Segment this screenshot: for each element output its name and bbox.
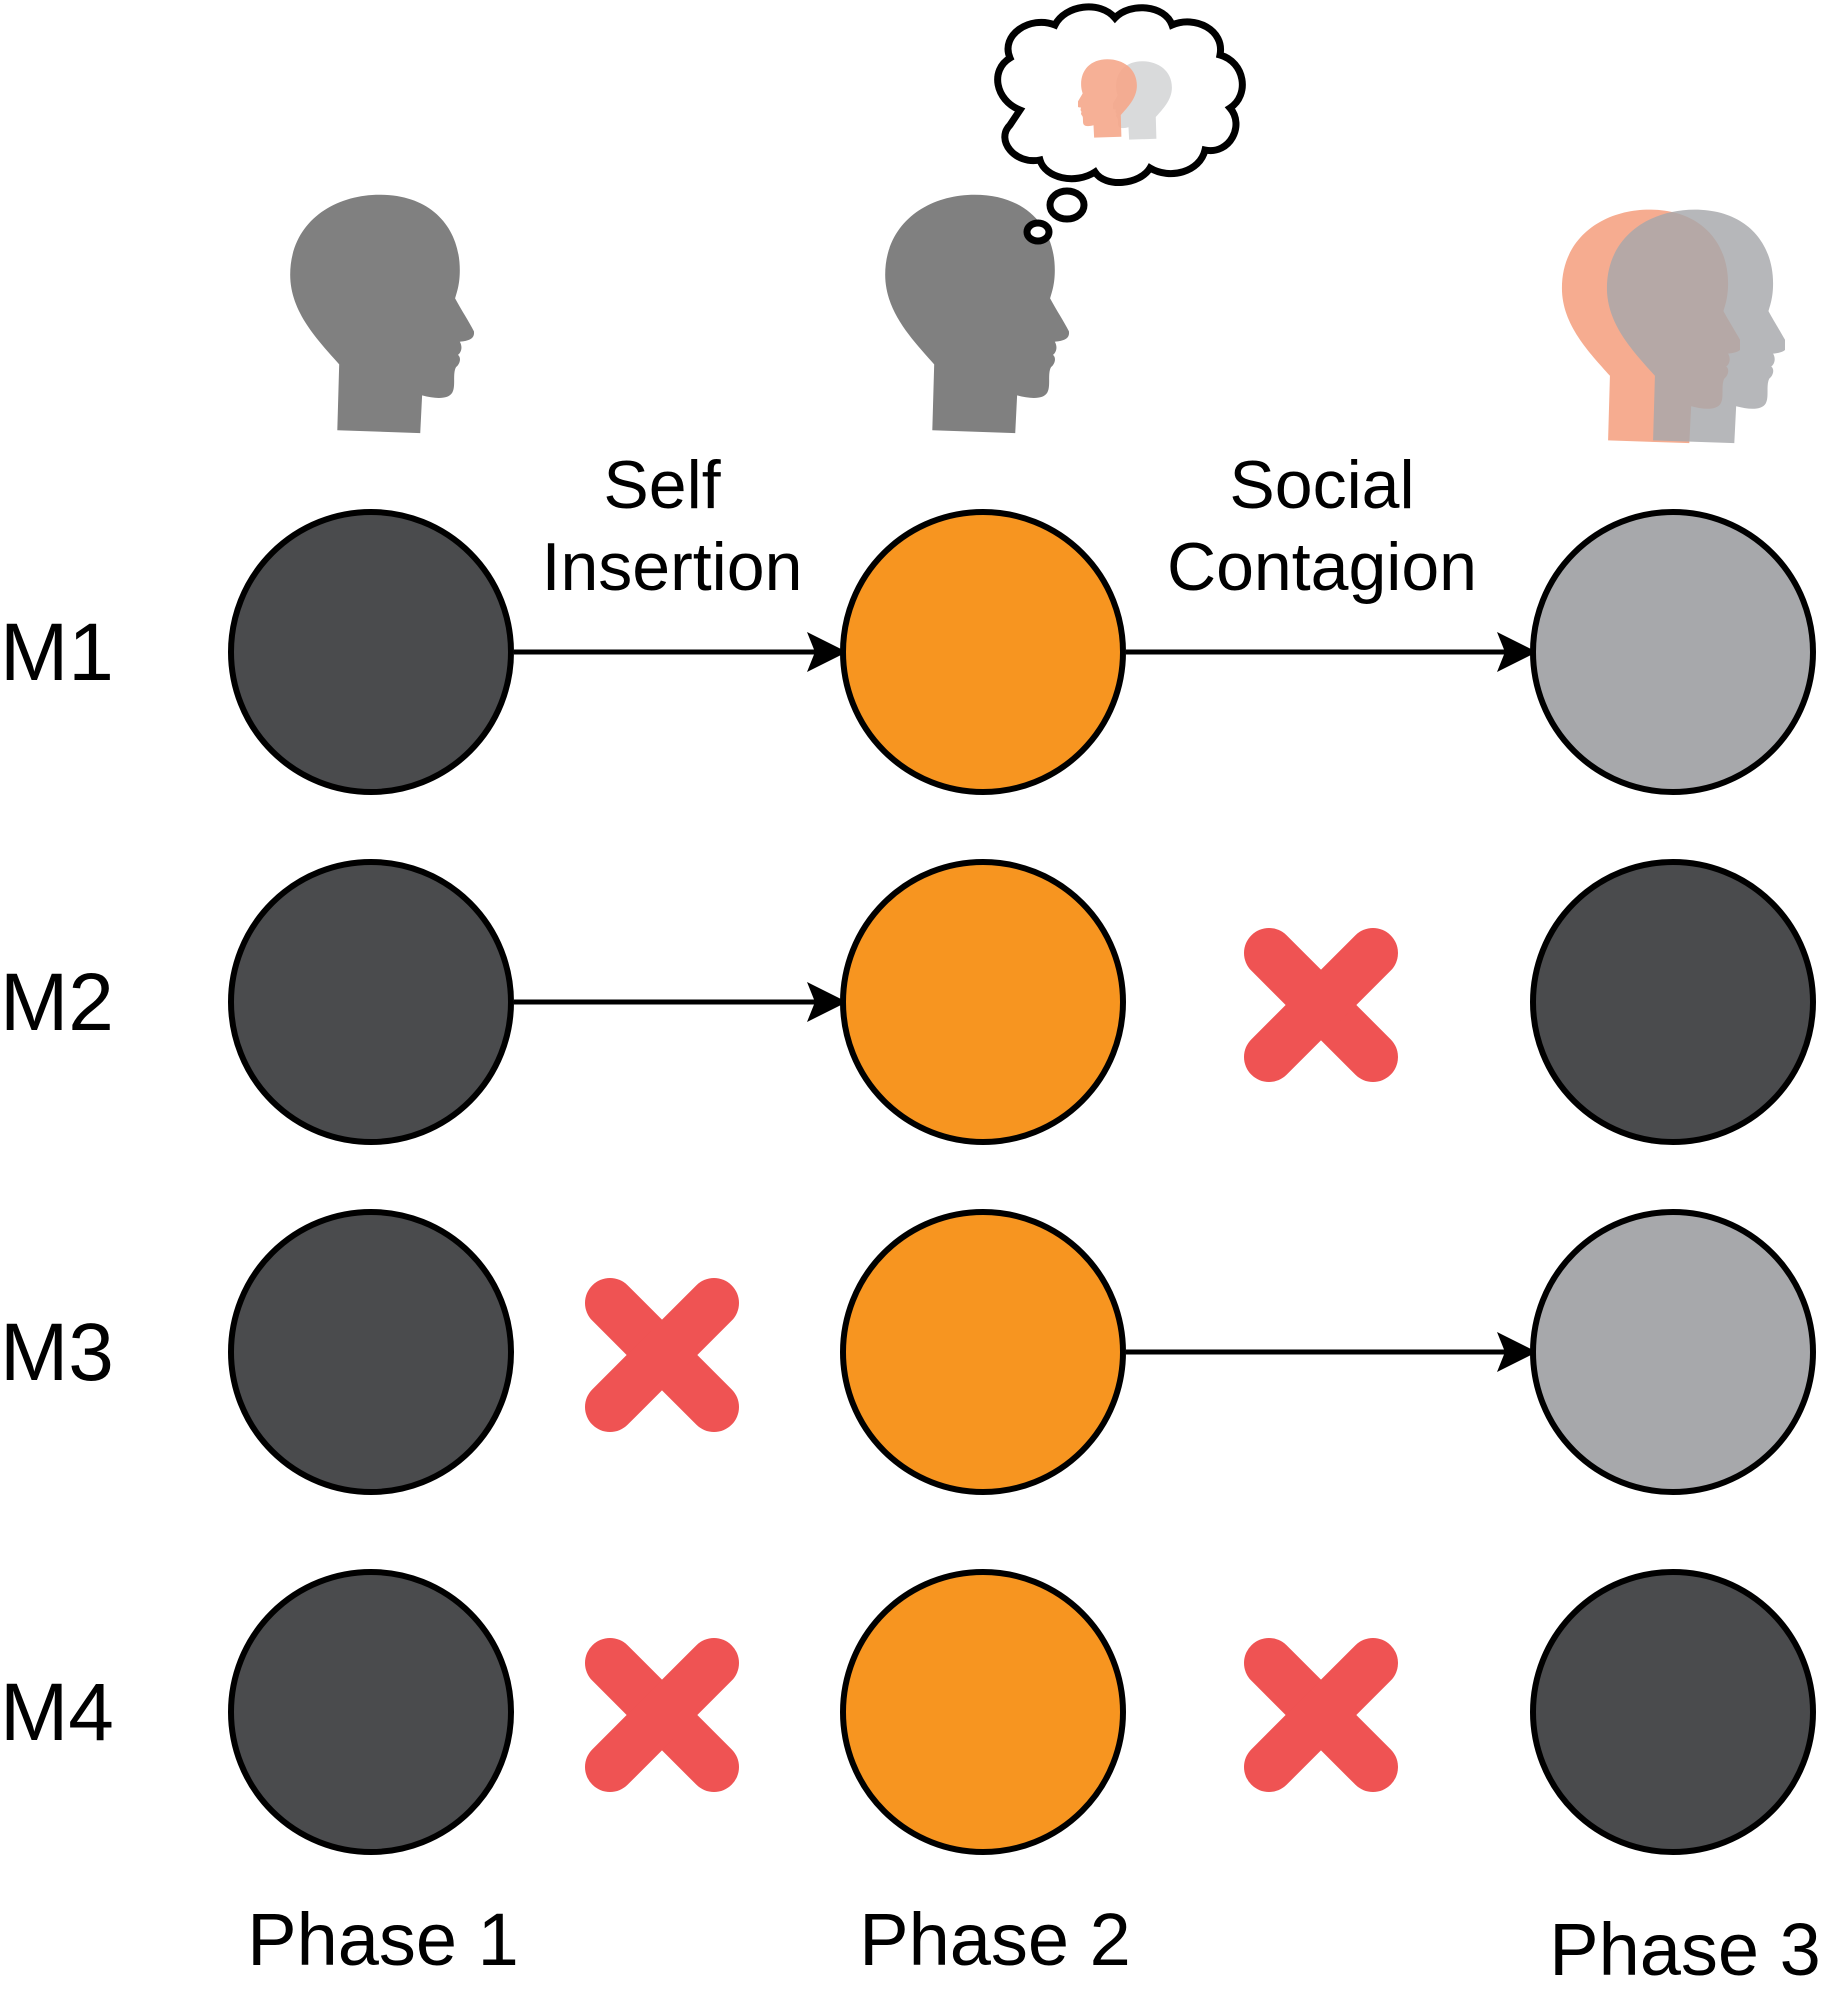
state-circle-phase3	[1530, 859, 1816, 1145]
cross-icon	[1244, 928, 1398, 1082]
model-row-m1: M1	[0, 509, 1816, 795]
self-insertion-label-line1: Self	[603, 447, 720, 523]
state-circle-phase1	[228, 1209, 514, 1495]
state-circle-phase3	[1530, 1209, 1816, 1495]
single-head-icon	[290, 194, 475, 434]
state-circle-phase3	[1530, 509, 1816, 795]
social-contagion-label-line1: Social	[1229, 447, 1414, 523]
cross-icon	[585, 1278, 739, 1432]
phase-3-label: Phase 3	[1549, 1908, 1821, 1991]
state-circle-phase1	[228, 859, 514, 1145]
model-row-m4: M4	[0, 1569, 1816, 1855]
cross-icon	[585, 1638, 739, 1792]
state-circle-phase2	[840, 509, 1126, 795]
model-label: M1	[0, 607, 114, 698]
model-row-m3: M3	[0, 1209, 1816, 1495]
thought-bubble-icon	[994, 3, 1246, 245]
merged-heads-icon	[1561, 209, 1785, 444]
phase-2-label: Phase 2	[859, 1898, 1131, 1981]
state-circle-phase2	[840, 1209, 1126, 1495]
state-circle-phase2	[840, 1569, 1126, 1855]
thinking-head-icon	[885, 3, 1246, 434]
state-circle-phase3	[1530, 1569, 1816, 1855]
state-circle-phase1	[228, 509, 514, 795]
state-circle-phase2	[840, 859, 1126, 1145]
model-label: M3	[0, 1307, 114, 1398]
state-circle-phase1	[228, 1569, 514, 1855]
model-row-m2: M2	[0, 859, 1816, 1145]
self-insertion-label-line2: Insertion	[542, 529, 803, 605]
phase-1-label: Phase 1	[247, 1898, 519, 1981]
model-label: M2	[0, 957, 114, 1048]
cross-icon	[1244, 1638, 1398, 1792]
social-contagion-label-line2: Contagion	[1167, 529, 1477, 605]
model-label: M4	[0, 1667, 114, 1758]
